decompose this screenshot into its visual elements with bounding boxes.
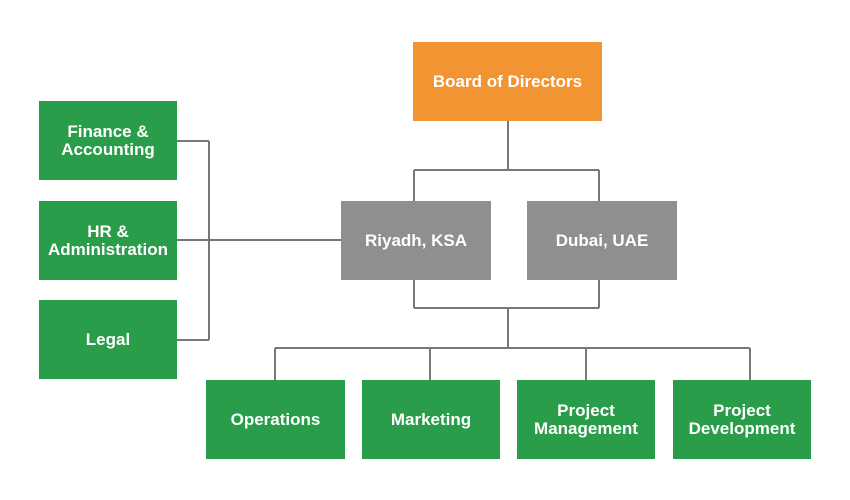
legal-label: Legal [85, 329, 131, 349]
legal-box: Legal [39, 300, 177, 379]
project-development-label: Project Development [688, 400, 796, 438]
marketing-label: Marketing [390, 409, 472, 429]
hr-label-line1: HR & [87, 221, 129, 241]
finance-accounting-label: Finance & Accounting [61, 121, 155, 159]
project-management-line1: Project [557, 400, 615, 420]
project-development-line1: Project [713, 400, 771, 420]
project-management-box: Project Management [517, 380, 655, 459]
project-development-box: Project Development [673, 380, 811, 459]
operations-label: Operations [230, 409, 321, 429]
hr-label-line2: Administration [48, 239, 168, 259]
board-of-directors-label: Board of Directors [432, 71, 583, 91]
hr-administration-label: HR & Administration [48, 221, 168, 259]
dubai-office-box: Dubai, UAE [527, 201, 677, 280]
project-development-line2: Development [688, 418, 796, 438]
board-of-directors-box: Board of Directors [413, 42, 602, 121]
riyadh-office-label: Riyadh, KSA [364, 230, 468, 250]
dubai-office-label: Dubai, UAE [555, 230, 649, 250]
riyadh-office-box: Riyadh, KSA [341, 201, 491, 280]
project-management-label: Project Management [534, 400, 638, 438]
finance-label-line2: Accounting [61, 139, 155, 159]
operations-box: Operations [206, 380, 345, 459]
marketing-box: Marketing [362, 380, 500, 459]
finance-label-line1: Finance & [67, 121, 149, 141]
project-management-line2: Management [534, 418, 638, 438]
hr-administration-box: HR & Administration [39, 201, 177, 280]
finance-accounting-box: Finance & Accounting [39, 101, 177, 180]
